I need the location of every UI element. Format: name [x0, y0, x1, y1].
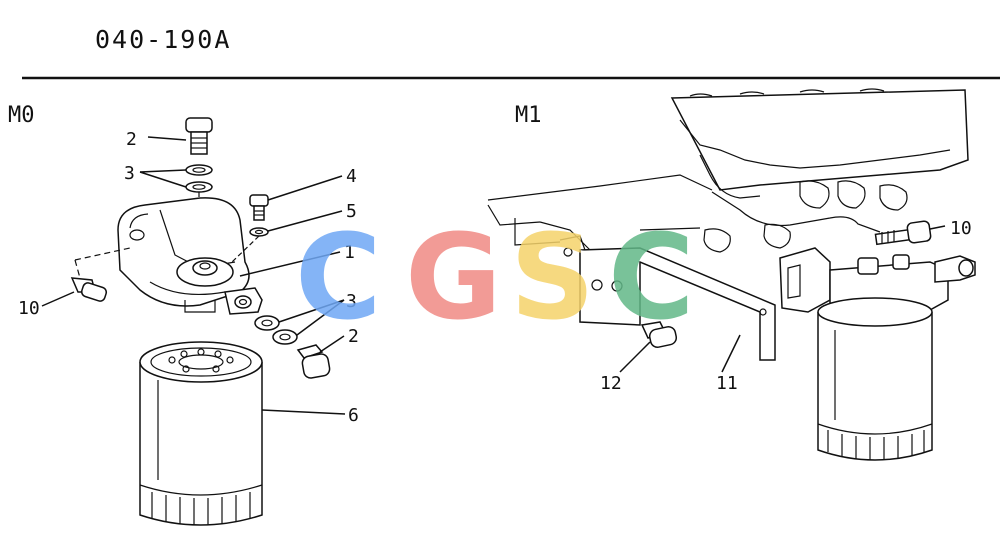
m0-assembly: [41, 117, 346, 526]
section-label-m1: M1: [515, 103, 542, 128]
callout-m0-1: 1: [344, 242, 355, 263]
callout-m0-3-top: 3: [124, 163, 135, 184]
mounting-bolt-m0: [70, 277, 108, 302]
filter-bracket: [559, 235, 776, 361]
washer-top-1: [185, 164, 213, 176]
callout-m0-3-bottom: 3: [346, 291, 357, 312]
engine-block: [487, 88, 969, 253]
callout-m1-10: 10: [950, 218, 972, 239]
callout-m0-10: 10: [18, 298, 40, 319]
small-bolt: [249, 194, 269, 221]
washer-top-2: [185, 181, 213, 193]
hollow-bolt-top: [185, 117, 213, 155]
banjo-bolt-m1: [874, 220, 932, 246]
side-port: [224, 287, 263, 315]
mounting-bolt-m1: [640, 321, 678, 348]
callout-m0-2-top: 2: [126, 129, 137, 150]
callout-m0-5: 5: [346, 201, 357, 222]
watermark-letter-3: S: [510, 208, 595, 346]
drawing-code: 040-190A: [95, 25, 231, 54]
watermark-letter-4: C: [608, 208, 695, 346]
washer-bottom-2: [272, 329, 298, 345]
callout-m0-4: 4: [346, 166, 357, 187]
watermark-letter-2: G: [405, 208, 502, 346]
callout-m0-6: 6: [348, 405, 359, 426]
watermark: C G S C: [295, 208, 695, 346]
watermark-letter-1: C: [295, 208, 382, 346]
callout-m1-12: 12: [600, 373, 622, 394]
callout-m0-2-bottom: 2: [348, 326, 359, 347]
m1-assembly: [487, 88, 976, 461]
oil-filter-cartridge: [139, 341, 263, 526]
section-label-m0: M0: [8, 103, 35, 128]
lock-washer: [249, 227, 269, 237]
callout-m1-11: 11: [716, 373, 738, 394]
hollow-bolt-bottom: [296, 344, 331, 379]
washer-bottom-1: [254, 315, 280, 331]
oil-filter-m1: [817, 297, 933, 461]
filter-head-bracket: [117, 197, 250, 313]
